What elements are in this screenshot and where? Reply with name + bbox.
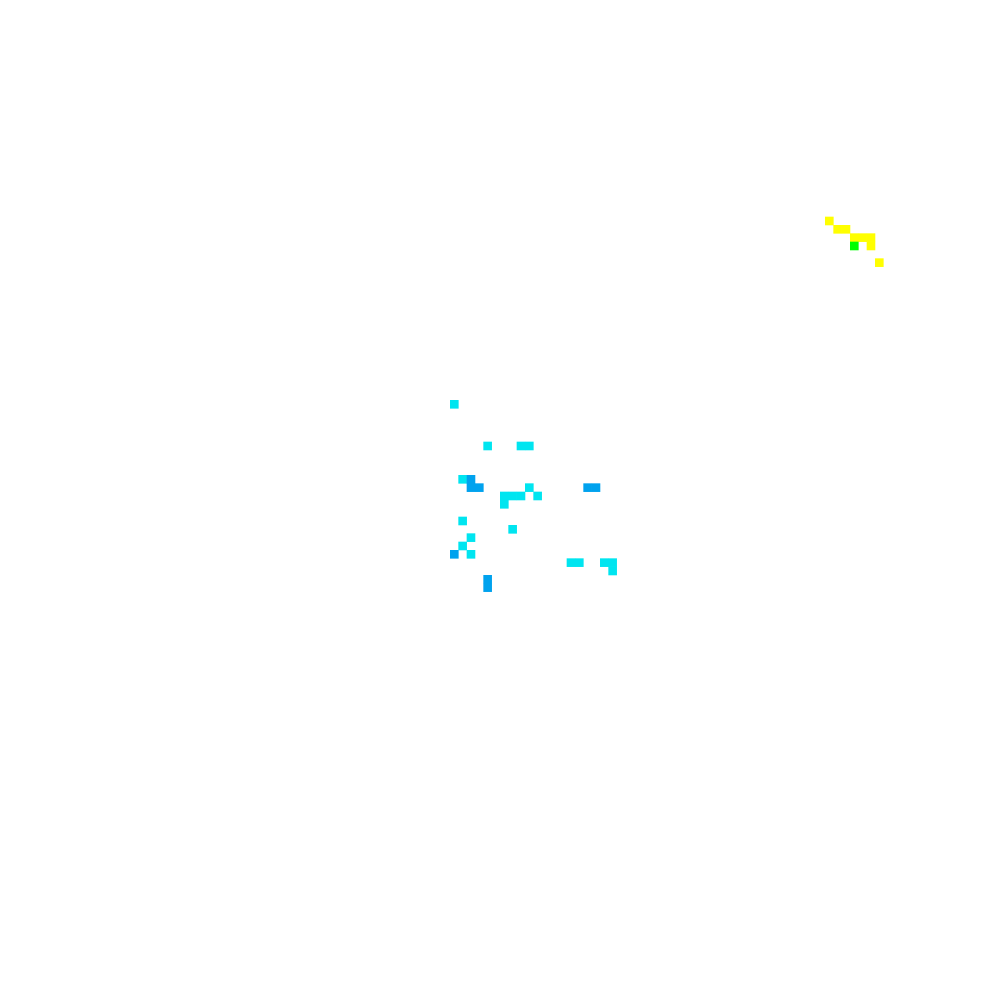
heatmap-cell [450,400,459,409]
heatmap-cell [466,483,476,492]
heatmap-cell [608,558,617,567]
heatmap-cell [850,233,859,242]
heatmap-cell [483,583,492,592]
heatmap-cell [875,258,884,267]
heatmap-cell [458,541,467,551]
heatmap-cell [591,483,601,492]
heatmap-cell [583,483,592,492]
heatmap-cell [450,550,459,559]
heatmap-cell [466,550,476,559]
heatmap-cell [858,233,867,242]
heatmap-cell [483,575,492,584]
heatmap-cell [600,558,609,567]
heatmap-cell [533,491,542,501]
heatmap-cell [525,483,534,492]
heatmap-cell [466,475,476,484]
heatmap-cell [833,225,842,234]
heatmap-cell [841,225,851,234]
heatmap-cell [500,500,509,509]
heatmap-cell [825,216,834,226]
heatmap-cell [525,441,534,451]
heatmap-cell [458,475,467,484]
heatmap-cell [850,241,859,251]
heatmap-cell [608,566,617,576]
heatmap-cell [516,441,526,451]
heatmap-cell [483,441,492,451]
heatmap-cell [466,533,476,542]
heatmap-cell [508,491,517,501]
heatmap-cell [458,516,467,526]
heatmap-cell [508,525,517,534]
heatmap-cell [866,241,876,251]
heatmap-cell [475,483,484,492]
heatmap-cell [566,558,576,567]
heatmap-cell [500,491,509,501]
heatmap-cell [575,558,584,567]
heatmap-cell [516,491,526,501]
heatmap-cell [866,233,876,242]
